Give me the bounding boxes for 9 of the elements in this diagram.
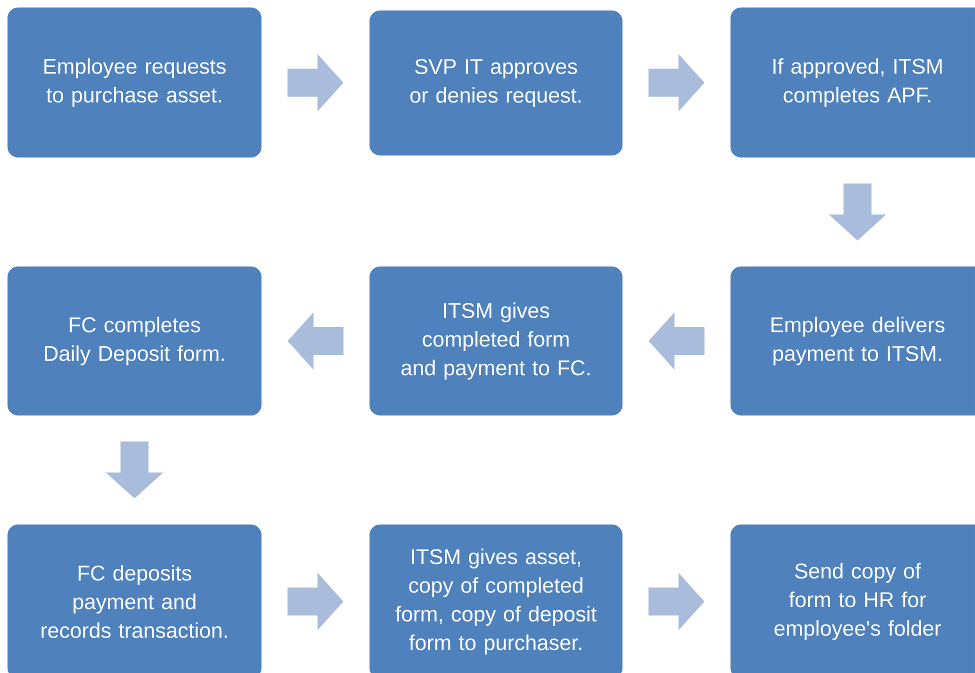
process-box: ITSM gives asset, copy of completed form, copy of deposit form to purchaser. xyxy=(370,524,622,673)
process-box: If approved, ITSM completes APF. xyxy=(730,8,975,158)
process-box: FC deposits payment and records transaction. xyxy=(8,524,262,673)
process-box: FC completes Daily Deposit form. xyxy=(8,266,262,416)
process-box: Employee requests to purchase asset. xyxy=(8,8,262,158)
process-box: SVP IT approves or denies request. xyxy=(370,10,622,156)
process-box: Employee delivers payment to ITSM. xyxy=(730,266,975,416)
process-box: ITSM gives completed form and payment to FC. xyxy=(370,266,622,416)
process-box: Send copy of form to HR for employee's folder xyxy=(730,524,975,673)
